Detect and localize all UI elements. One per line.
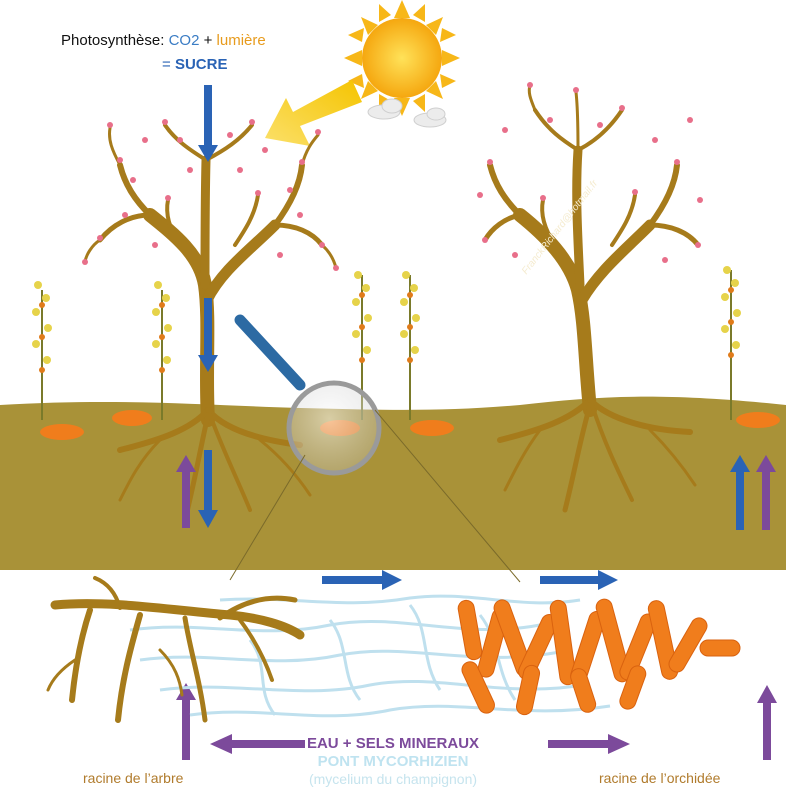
orchid-3 xyxy=(352,271,372,420)
orchid-5 xyxy=(721,266,741,420)
sunlight-arrow xyxy=(265,80,362,146)
orchid-root-closeup xyxy=(457,598,741,716)
sugar-arrows xyxy=(198,85,750,530)
water-minerals-label: EAU + SELS MINERAUX xyxy=(306,735,480,752)
tree-root-label: racine de l’arbre xyxy=(83,770,184,786)
left-tree-blossoms xyxy=(82,119,339,271)
photosynthesis-equation: Photosynthèse: CO2 + lumière xyxy=(61,32,266,49)
tree-root-closeup xyxy=(46,576,305,723)
orchid-root-label: racine de l’orchidée xyxy=(599,770,721,786)
mycorrhizal-bridge-label: PONT MYCORHIZIEN xyxy=(317,753,469,770)
right-tree xyxy=(482,83,701,513)
soil xyxy=(0,396,786,570)
orchid-4 xyxy=(400,271,420,420)
sugar-label: SUCRE xyxy=(174,56,228,73)
co2-label: CO2 xyxy=(168,32,200,49)
cloud-icon xyxy=(367,98,447,128)
left-tree xyxy=(83,123,338,523)
orchid-2 xyxy=(152,281,172,420)
water-arrows xyxy=(176,455,777,760)
plus-sign: + xyxy=(199,32,217,49)
orchid-1 xyxy=(32,281,52,420)
mycelium-label: (mycelium du champignon) xyxy=(308,771,478,787)
right-tree-blossoms xyxy=(477,82,703,263)
orchid-plants xyxy=(32,266,741,420)
sugar-transfer-arrows xyxy=(322,570,618,590)
equals-sign: = xyxy=(162,56,175,73)
light-label: lumière xyxy=(216,32,266,49)
water-transfer-arrows xyxy=(210,734,630,754)
magnifier-icon xyxy=(229,314,521,583)
sun-icon xyxy=(344,0,460,116)
sugar-result: = SUCRE xyxy=(162,56,227,73)
photosynthesis-prefix: Photosynthèse: xyxy=(61,32,169,49)
